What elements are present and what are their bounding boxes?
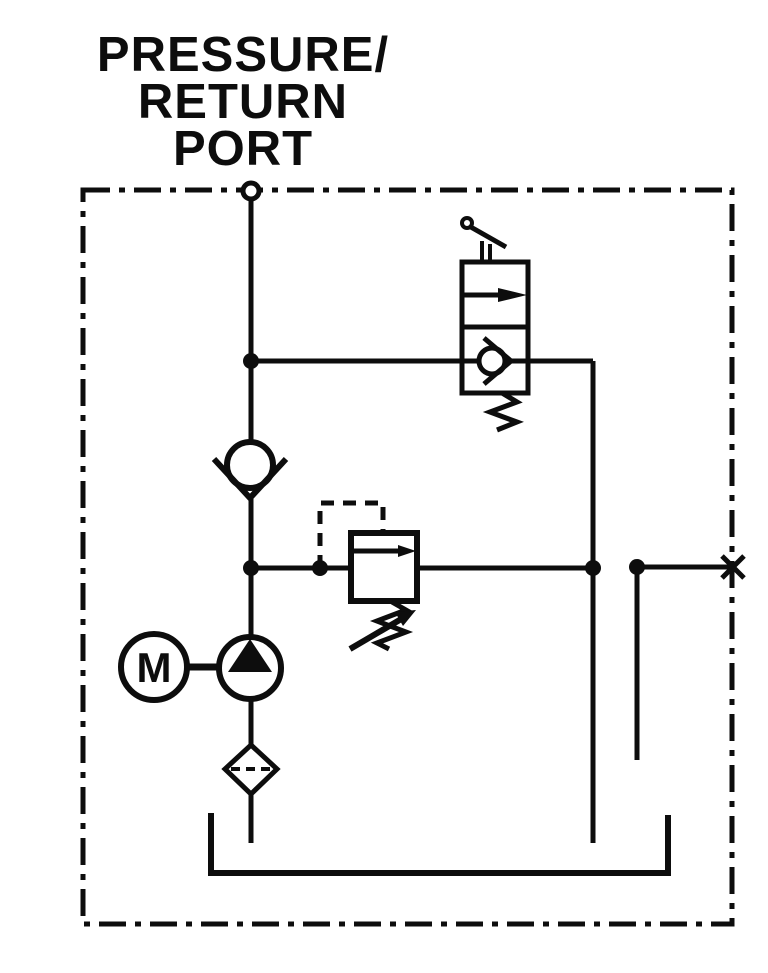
motor-pump-group: M	[118, 631, 284, 703]
port-circle-icon	[240, 180, 262, 202]
reservoir	[208, 813, 671, 876]
suction-filter	[221, 741, 281, 798]
flow-arrow-head-icon	[498, 288, 527, 302]
motor-circle-icon	[118, 631, 190, 703]
pilot-line	[317, 500, 386, 568]
junction-dot-pilot-tap	[312, 560, 328, 576]
lever-check-valve	[459, 216, 531, 433]
tank-outline-icon	[208, 813, 671, 876]
motor-label: M	[137, 644, 172, 691]
title-line-1: PRESSURE/	[97, 28, 389, 82]
title-line-2: RETURN	[138, 75, 348, 129]
junction-dot-relief-branch	[243, 560, 259, 576]
relief-arrow-head-icon	[398, 545, 416, 557]
relief-envelope	[348, 530, 420, 604]
page-title: PRESSURE/ RETURN PORT	[97, 28, 389, 176]
valve-check-seat-icon	[482, 336, 515, 386]
junction-dot-plugged-line	[629, 559, 645, 575]
check-valve	[211, 439, 289, 503]
check-seat-icon	[211, 456, 289, 503]
plug-x-stroke-2	[720, 554, 746, 580]
lever-arm-icon	[467, 223, 508, 250]
relief-adjust-arrow-shaft	[348, 615, 405, 652]
system-boundary	[80, 187, 735, 927]
check-ball-icon	[224, 439, 276, 491]
lever-knob-icon	[460, 216, 474, 230]
plugged-port	[720, 554, 746, 580]
junction-dot-relief-outlet	[585, 560, 601, 576]
title-line-3: PORT	[173, 122, 313, 176]
junction-dots	[243, 353, 645, 576]
pressure-return-port	[240, 180, 262, 202]
boundary-rect	[80, 187, 735, 927]
relief-adjust-arrow-head-icon	[395, 610, 416, 626]
pump-flow-triangle-icon	[228, 639, 272, 672]
relief-valve	[317, 500, 420, 652]
junction-dot-lever-branch	[243, 353, 259, 369]
valve-spring-icon	[482, 390, 524, 433]
